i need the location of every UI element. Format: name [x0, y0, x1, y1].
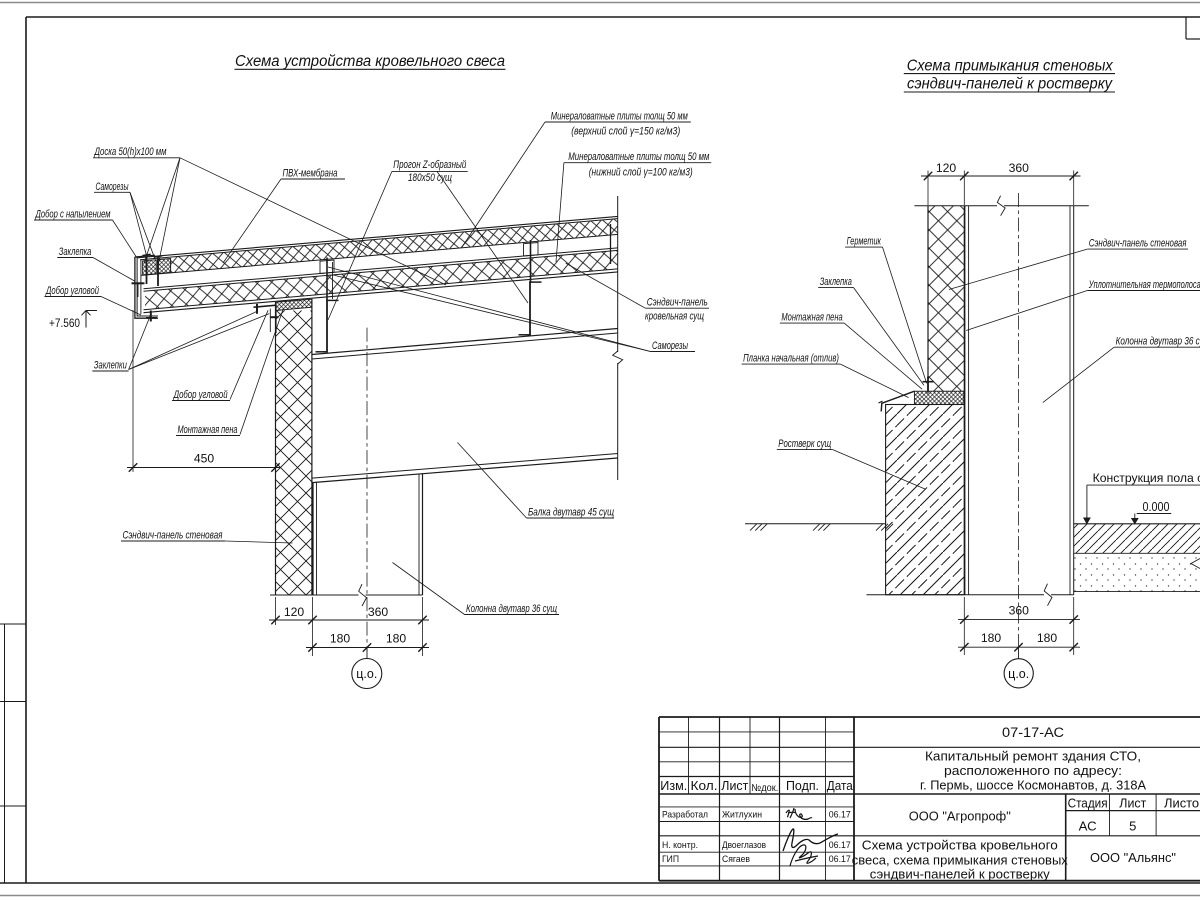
svg-text:Конструкция пола сущ.: Конструкция пола сущ. — [1093, 471, 1200, 485]
svg-text:свеса, схема примыкания стенов: свеса, схема примыкания стеновых — [852, 854, 1069, 868]
svg-text:Разработал: Разработал — [662, 810, 708, 821]
svg-text:Кол.: Кол. — [691, 778, 718, 793]
svg-text:Монтажная пена: Монтажная пена — [178, 424, 238, 436]
svg-text:Доска 50(h)х100 мм: Доска 50(h)х100 мм — [93, 146, 167, 158]
svg-text:Саморезы: Саморезы — [652, 340, 688, 352]
svg-text:0.000: 0.000 — [1143, 500, 1170, 514]
svg-text:ООО "Альянс": ООО "Альянс" — [1090, 850, 1176, 865]
svg-text:(нижний слой γ=100 кг/м3): (нижний слой γ=100 кг/м3) — [589, 166, 693, 178]
svg-text:Схема примыкания стеновых: Схема примыкания стеновых — [907, 58, 1114, 75]
svg-text:Подп.: Подп. — [786, 778, 819, 793]
svg-text:360: 360 — [1009, 161, 1030, 175]
svg-text:360: 360 — [368, 605, 389, 619]
svg-text:Схема устройства кровельного: Схема устройства кровельного — [862, 839, 1058, 853]
svg-text:450: 450 — [194, 452, 215, 466]
svg-text:Заклепка: Заклепка — [59, 246, 92, 258]
svg-text:Уплотнительная термополоса: Уплотнительная термополоса — [1088, 279, 1200, 291]
svg-text:ООО "Агропроф": ООО "Агропроф" — [909, 809, 1011, 824]
svg-text:180: 180 — [1037, 631, 1058, 645]
svg-text:ц.о.: ц.о. — [1008, 667, 1029, 681]
svg-text:Планка начальная (отлив): Планка начальная (отлив) — [743, 353, 839, 365]
svg-text:Сягаев: Сягаев — [722, 854, 750, 865]
svg-text:Житлухин: Житлухин — [722, 810, 762, 821]
svg-text:ц.о.: ц.о. — [356, 667, 377, 681]
svg-text:Добор угловой: Добор угловой — [172, 389, 227, 401]
svg-text:Герметик: Герметик — [847, 236, 882, 248]
svg-text:Минераловатные плиты толщ 50 м: Минераловатные плиты толщ 50 мм — [551, 110, 688, 122]
svg-text:Лист: Лист — [1119, 797, 1146, 811]
svg-text:5: 5 — [1129, 819, 1136, 834]
svg-text:Колонна двутавр 36 сущ: Колонна двутавр 36 сущ — [1116, 336, 1200, 348]
svg-text:Заклепка: Заклепка — [820, 276, 852, 288]
svg-text:ГИП: ГИП — [662, 854, 679, 865]
svg-text:180: 180 — [330, 632, 351, 646]
svg-text:сэндвич-панелей к ростверку: сэндвич-панелей к ростверку — [870, 868, 1051, 882]
svg-text:Минераловатные плиты толщ 50 м: Минераловатные плиты толщ 50 мм — [568, 151, 709, 163]
svg-text:№док.: №док. — [751, 783, 778, 794]
svg-text:расположенного по адресу:: расположенного по адресу: — [944, 763, 1122, 778]
svg-text:06.17: 06.17 — [829, 840, 851, 851]
svg-text:Сэндвич-панель: Сэндвич-панель — [647, 297, 708, 309]
svg-text:сэндвич-панелей к ростверку: сэндвич-панелей к ростверку — [907, 75, 1113, 92]
svg-text:ПВХ-мембрана: ПВХ-мембрана — [283, 168, 338, 180]
svg-text:Прогон Z-образный: Прогон Z-образный — [393, 159, 466, 171]
svg-text:Стадия: Стадия — [1068, 797, 1108, 811]
svg-text:120: 120 — [284, 605, 305, 619]
svg-text:Капитальный ремонт здания СТО,: Капитальный ремонт здания СТО, — [925, 749, 1141, 764]
svg-text:06.17: 06.17 — [829, 810, 851, 821]
svg-text:Монтажная пена: Монтажная пена — [781, 312, 842, 324]
svg-text:Добор угловой: Добор угловой — [45, 285, 99, 297]
svg-text:Лист: Лист — [721, 778, 748, 793]
svg-text:07-17-АС: 07-17-АС — [1002, 725, 1064, 740]
svg-text:Сэндвич-панель стеновая: Сэндвич-панель стеновая — [1089, 238, 1187, 250]
svg-text:кровельная сущ: кровельная сущ — [645, 310, 704, 322]
svg-text:120: 120 — [936, 161, 957, 175]
svg-text:Листов: Листов — [1164, 797, 1200, 811]
svg-text:Дата: Дата — [827, 778, 854, 793]
svg-text:Н. контр.: Н. контр. — [662, 840, 698, 851]
svg-text:06.17: 06.17 — [829, 854, 851, 865]
svg-text:+7.560: +7.560 — [49, 318, 80, 330]
svg-text:360: 360 — [1009, 604, 1030, 618]
svg-text:Добор с напылением: Добор с напылением — [34, 209, 111, 221]
svg-text:г. Пермь, шоссе Космонавтов, д: г. Пермь, шоссе Космонавтов, д. 318А — [920, 778, 1146, 793]
svg-text:АС: АС — [1079, 819, 1097, 834]
svg-text:Балка двутавр 45 сущ: Балка двутавр 45 сущ — [528, 507, 614, 519]
svg-text:Изм.: Изм. — [660, 778, 687, 793]
svg-text:(верхний слой γ=150 кг/м3): (верхний слой γ=150 кг/м3) — [571, 126, 680, 138]
svg-text:Схема устройства кровельного с: Схема устройства кровельного свеса — [235, 53, 505, 70]
svg-text:Двоеглазов: Двоеглазов — [722, 840, 766, 851]
svg-text:Ростверк сущ: Ростверк сущ — [778, 438, 831, 450]
svg-text:Колонна двутавр 36 сущ: Колонна двутавр 36 сущ — [466, 603, 557, 615]
svg-text:Сэндвич-панель стеновая: Сэндвич-панель стеновая — [123, 530, 223, 542]
svg-text:180: 180 — [386, 632, 407, 646]
svg-text:180х50 сущ: 180х50 сущ — [408, 172, 452, 184]
svg-text:Саморезы: Саморезы — [96, 181, 129, 193]
svg-text:Заклепки: Заклепки — [94, 360, 127, 372]
svg-text:180: 180 — [981, 631, 1002, 645]
